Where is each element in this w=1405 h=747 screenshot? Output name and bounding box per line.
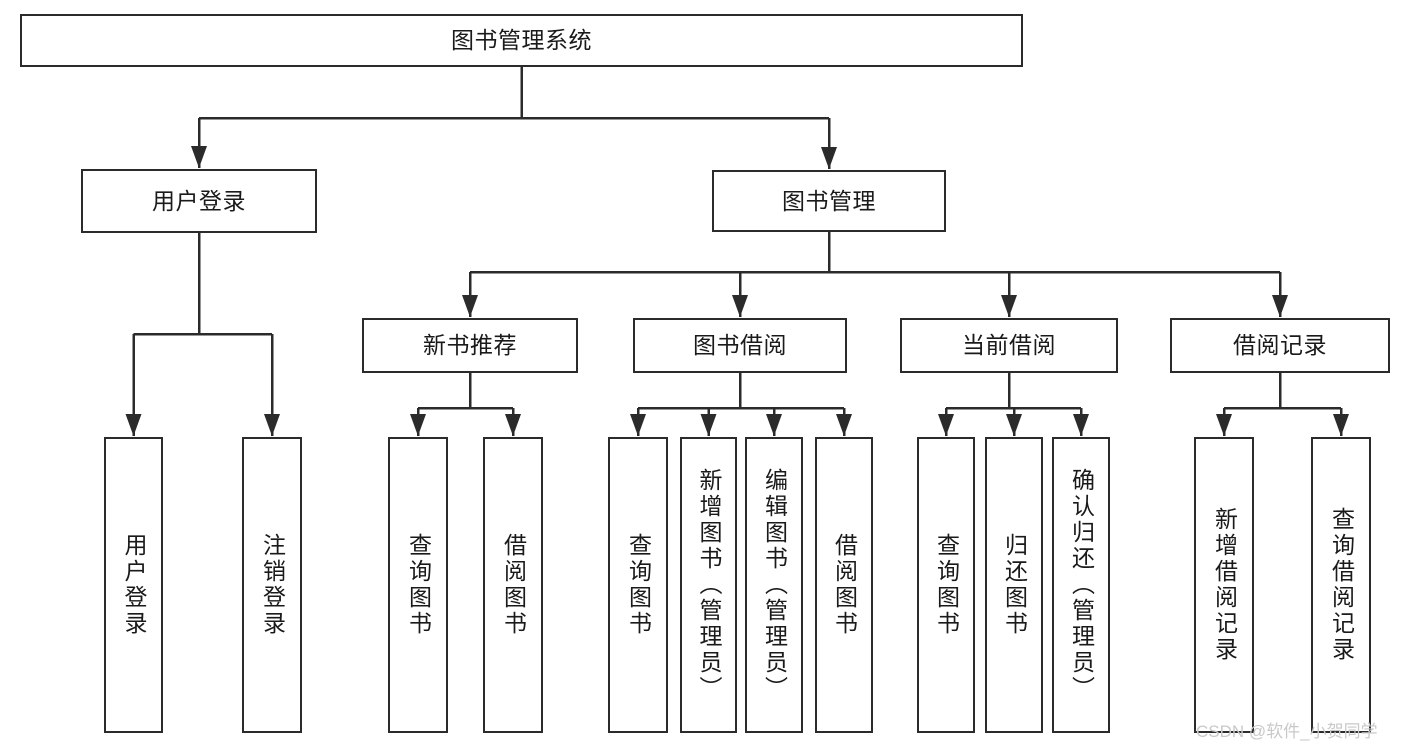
node-label: 确认归还（管理员）: [1068, 468, 1095, 702]
node-label: 借阅记录: [1233, 332, 1327, 359]
node-user-login[interactable]: 用户登录: [81, 169, 317, 233]
node-leaf-add-book[interactable]: 新增图书（管理员）: [680, 437, 737, 733]
node-label: 图书管理系统: [451, 27, 592, 54]
node-label: 用户登录: [121, 533, 147, 637]
node-label: 新增借阅记录: [1211, 507, 1238, 663]
node-label: 编辑图书（管理员）: [761, 468, 788, 702]
node-label: 用户登录: [152, 187, 246, 214]
node-leaf-user-login[interactable]: 用户登录: [104, 437, 163, 733]
node-leaf-query-record[interactable]: 查询借阅记录: [1311, 437, 1371, 733]
node-label: 借阅图书: [500, 533, 527, 637]
node-label: 查询图书: [933, 533, 960, 637]
node-leaf-add-record[interactable]: 新增借阅记录: [1194, 437, 1254, 733]
node-leaf-edit-book[interactable]: 编辑图书（管理员）: [745, 437, 803, 733]
node-label: 当前借阅: [962, 332, 1056, 359]
node-label: 新增图书（管理员）: [696, 468, 722, 702]
node-label: 查询图书: [625, 533, 652, 637]
node-leaf-query-book-3[interactable]: 查询图书: [917, 437, 975, 733]
node-label: 图书管理: [782, 187, 876, 214]
node-label: 查询图书: [405, 533, 432, 637]
node-leaf-query-book-1[interactable]: 查询图书: [388, 437, 448, 733]
node-label: 归还图书: [1001, 533, 1028, 637]
node-leaf-logout[interactable]: 注销登录: [242, 437, 302, 733]
node-new-book-rec[interactable]: 新书推荐: [362, 318, 578, 373]
node-root[interactable]: 图书管理系统: [20, 14, 1023, 67]
node-borrow-record[interactable]: 借阅记录: [1170, 318, 1390, 373]
node-book-borrow[interactable]: 图书借阅: [633, 318, 847, 373]
node-book-manage[interactable]: 图书管理: [712, 170, 946, 232]
node-label: 查询借阅记录: [1328, 507, 1355, 663]
node-label: 注销登录: [259, 533, 286, 637]
node-label: 图书借阅: [693, 332, 787, 359]
node-current-borrow[interactable]: 当前借阅: [900, 318, 1118, 373]
node-leaf-return-book[interactable]: 归还图书: [985, 437, 1043, 733]
node-label: 借阅图书: [831, 533, 858, 637]
node-leaf-confirm-return[interactable]: 确认归还（管理员）: [1052, 437, 1110, 733]
node-leaf-borrow-book-2[interactable]: 借阅图书: [815, 437, 873, 733]
node-leaf-query-book-2[interactable]: 查询图书: [608, 437, 668, 733]
node-label: 新书推荐: [423, 332, 517, 359]
node-leaf-borrow-book-1[interactable]: 借阅图书: [483, 437, 543, 733]
csdn-watermark: CSDN @软件_小贺同学: [1196, 722, 1378, 741]
